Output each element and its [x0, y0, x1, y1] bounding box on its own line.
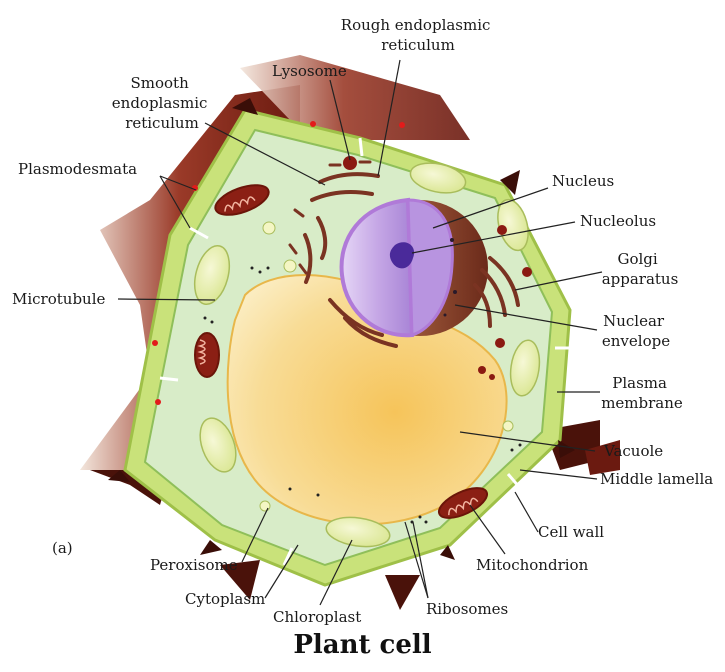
- label-nucleolus: Nucleolus: [580, 212, 656, 230]
- label-chloroplast: Chloroplast: [273, 608, 361, 626]
- label-rough-er: Rough endoplasmic reticulum: [341, 16, 495, 54]
- label-golgi: Golgi apparatus: [602, 250, 679, 288]
- label-lysosome: Lysosome: [272, 62, 347, 80]
- label-mitochondrion: Mitochondrion: [476, 556, 589, 574]
- mitochondrion-left: [195, 333, 219, 377]
- label-nuclear-envelope: Nuclear envelope: [602, 312, 670, 350]
- label-cell-wall: Cell wall: [538, 523, 604, 541]
- label-smooth-er: Smooth endoplasmic reticulum: [112, 74, 212, 132]
- label-vacuole: Vacuole: [603, 442, 663, 460]
- label-cytoplasm: Cytoplasm: [185, 590, 265, 608]
- peroxisome: [260, 501, 270, 511]
- figure-caption: Plant cell: [0, 630, 725, 660]
- nucleus: [342, 200, 488, 336]
- label-ribosomes: Ribosomes: [426, 600, 508, 618]
- label-figure-tag: (a): [52, 539, 73, 557]
- label-nucleus: Nucleus: [552, 172, 614, 190]
- label-peroxisome: Peroxisome: [150, 556, 238, 574]
- label-microtubule: Microtubule: [12, 290, 106, 308]
- label-middle-lamella: Middle lamella: [600, 470, 713, 488]
- label-plasmodesmata: Plasmodesmata: [18, 160, 137, 178]
- label-plasma-membrane: Plasma membrane: [601, 374, 683, 412]
